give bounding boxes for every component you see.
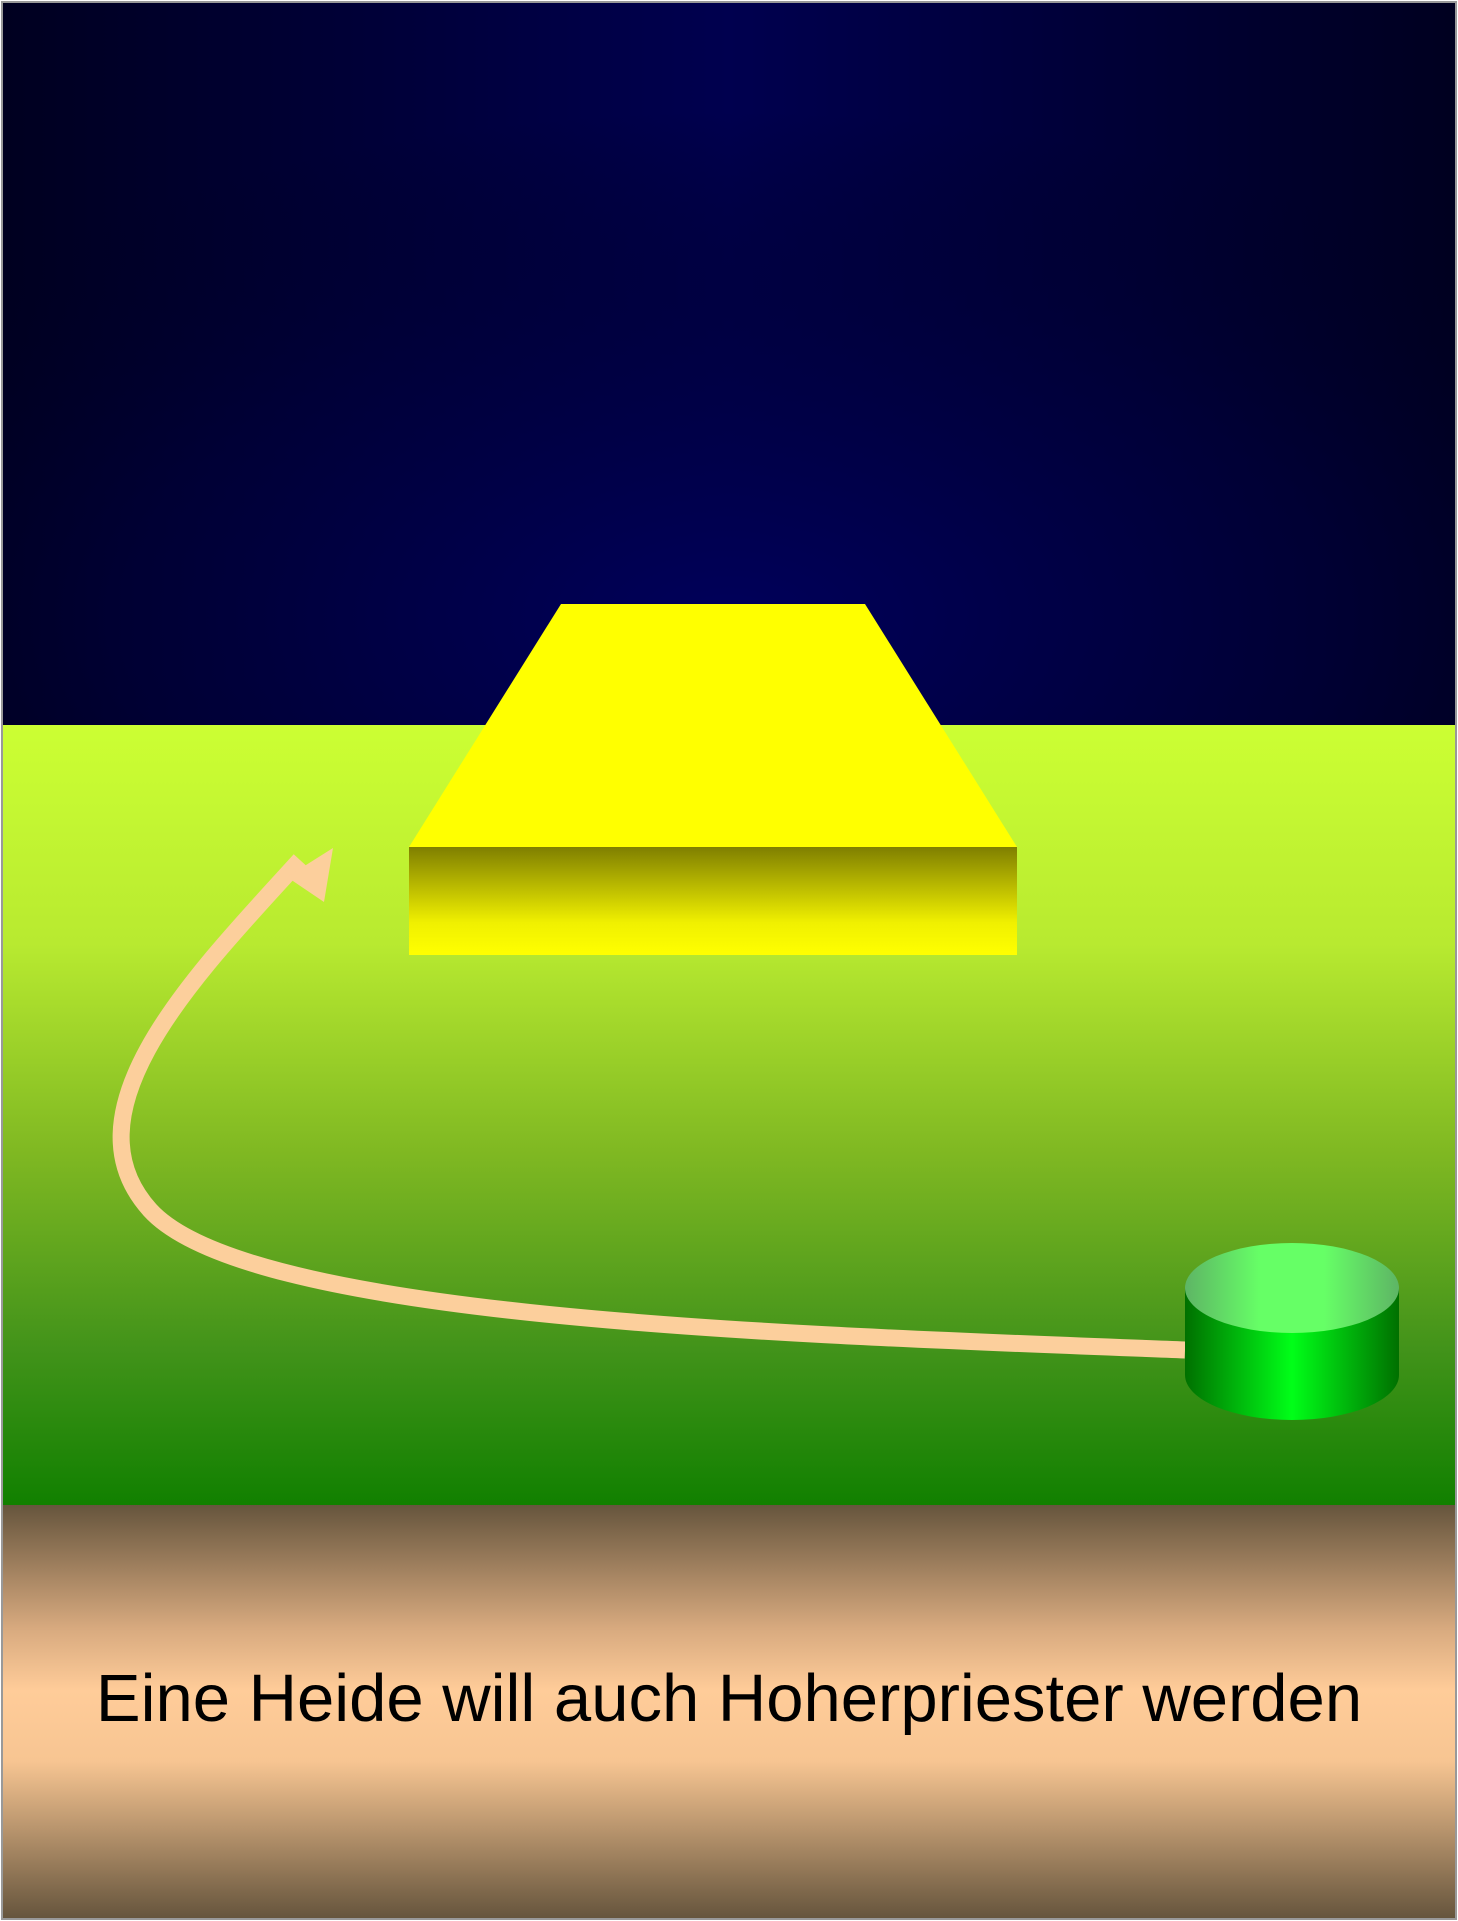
caption-text: Eine Heide will auch Hoherpriester werde… xyxy=(96,1661,1362,1736)
altar-front xyxy=(409,847,1017,955)
cylinder-top xyxy=(1185,1243,1399,1333)
cylinder xyxy=(1185,1243,1399,1420)
